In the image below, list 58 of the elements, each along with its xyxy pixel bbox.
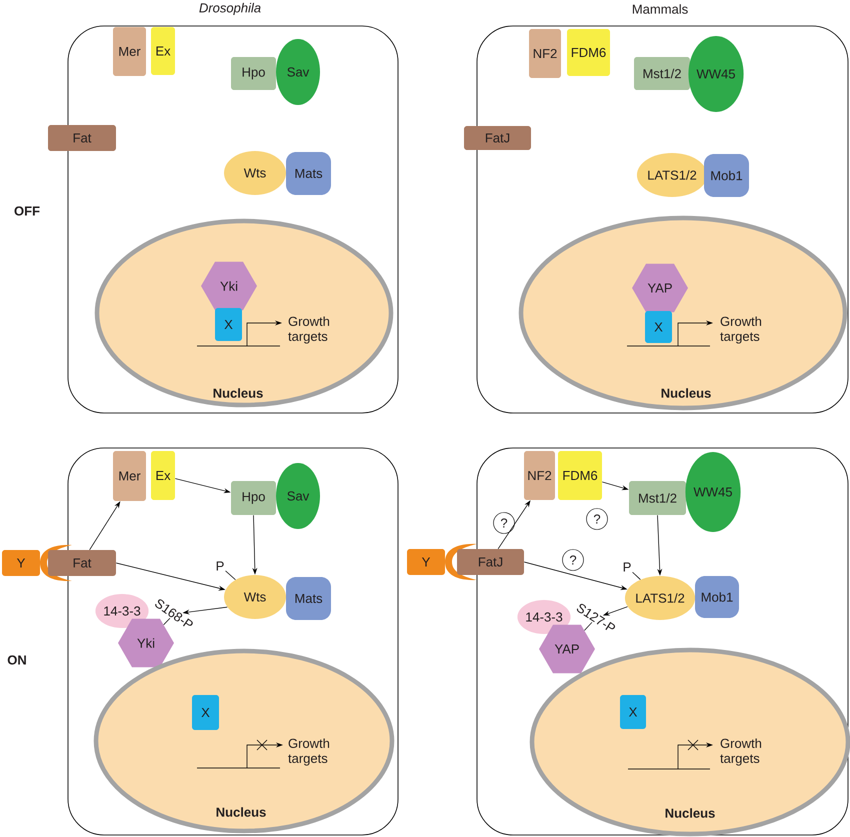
cell-outline bbox=[476, 26, 848, 414]
protein-hexagon: Yki bbox=[118, 618, 174, 668]
protein-box: Fat bbox=[48, 550, 116, 576]
protein-box: Mob1 bbox=[695, 576, 740, 618]
protein-box: FDM6 bbox=[558, 451, 602, 500]
protein-box: Hpo bbox=[231, 57, 276, 90]
protein-oval: Sav bbox=[276, 463, 320, 529]
gene-label: Growth targets bbox=[720, 316, 762, 344]
protein-box: Mst1/2 bbox=[634, 57, 690, 90]
row-label: OFF bbox=[14, 206, 40, 216]
protein-box: Ex bbox=[151, 27, 175, 75]
protein-box: Mob1 bbox=[704, 154, 750, 197]
protein-hexagon: Yki bbox=[201, 262, 257, 310]
protein-box: Ex bbox=[151, 451, 175, 500]
protein-box: NF2 bbox=[529, 29, 561, 78]
column-heading: Drosophila bbox=[199, 2, 261, 16]
receptor: Y bbox=[407, 544, 477, 580]
protein-box: FDM6 bbox=[567, 29, 610, 76]
leader-line bbox=[632, 572, 641, 580]
protein-oval: WW45 bbox=[688, 36, 744, 112]
protein-box: NF2 bbox=[524, 451, 555, 500]
protein-box: FatJ bbox=[457, 549, 524, 575]
protein-box: Hpo bbox=[231, 481, 276, 515]
phospho-label: P bbox=[216, 562, 224, 570]
leader-line bbox=[163, 618, 170, 626]
protein-hexagon: YAP bbox=[632, 264, 688, 312]
gene-label: Growth targets bbox=[288, 738, 330, 766]
protein-oval: Wts bbox=[224, 575, 286, 619]
row-label: ON bbox=[8, 655, 26, 665]
protein-box: X bbox=[620, 695, 646, 729]
protein-oval: LATS1/2 bbox=[636, 153, 708, 197]
node-label: Y bbox=[422, 558, 430, 566]
protein-box: Mst1/2 bbox=[629, 481, 686, 515]
protein-box: Fat bbox=[48, 125, 116, 151]
protein-box: X bbox=[192, 695, 219, 730]
protein-oval: Wts bbox=[224, 151, 286, 195]
protein-box: X bbox=[645, 311, 672, 343]
protein-box: Mats bbox=[286, 152, 331, 195]
node-label: Y bbox=[16, 558, 26, 568]
cell-outline bbox=[476, 448, 848, 836]
column-heading: Mammals bbox=[632, 4, 688, 14]
leader-line bbox=[225, 570, 236, 580]
receptor: Y bbox=[2, 544, 72, 582]
protein-box: Mer bbox=[113, 27, 146, 76]
phospho-label: P bbox=[624, 562, 631, 572]
protein-box: FatJ bbox=[464, 126, 531, 150]
gene-label: Growth targets bbox=[288, 316, 330, 344]
protein-box: X bbox=[215, 308, 242, 341]
protein-oval: LATS1/2 bbox=[624, 576, 696, 620]
protein-oval: Sav bbox=[276, 39, 320, 105]
cell-outline bbox=[68, 26, 398, 414]
gene-label: Growth targets bbox=[720, 738, 762, 766]
cell-outline bbox=[68, 448, 398, 836]
protein-oval: WW45 bbox=[685, 452, 741, 532]
leader-line bbox=[584, 622, 592, 631]
protein-hexagon: YAP bbox=[539, 624, 595, 674]
protein-box: Mats bbox=[286, 577, 331, 620]
protein-box: Mer bbox=[113, 451, 146, 501]
